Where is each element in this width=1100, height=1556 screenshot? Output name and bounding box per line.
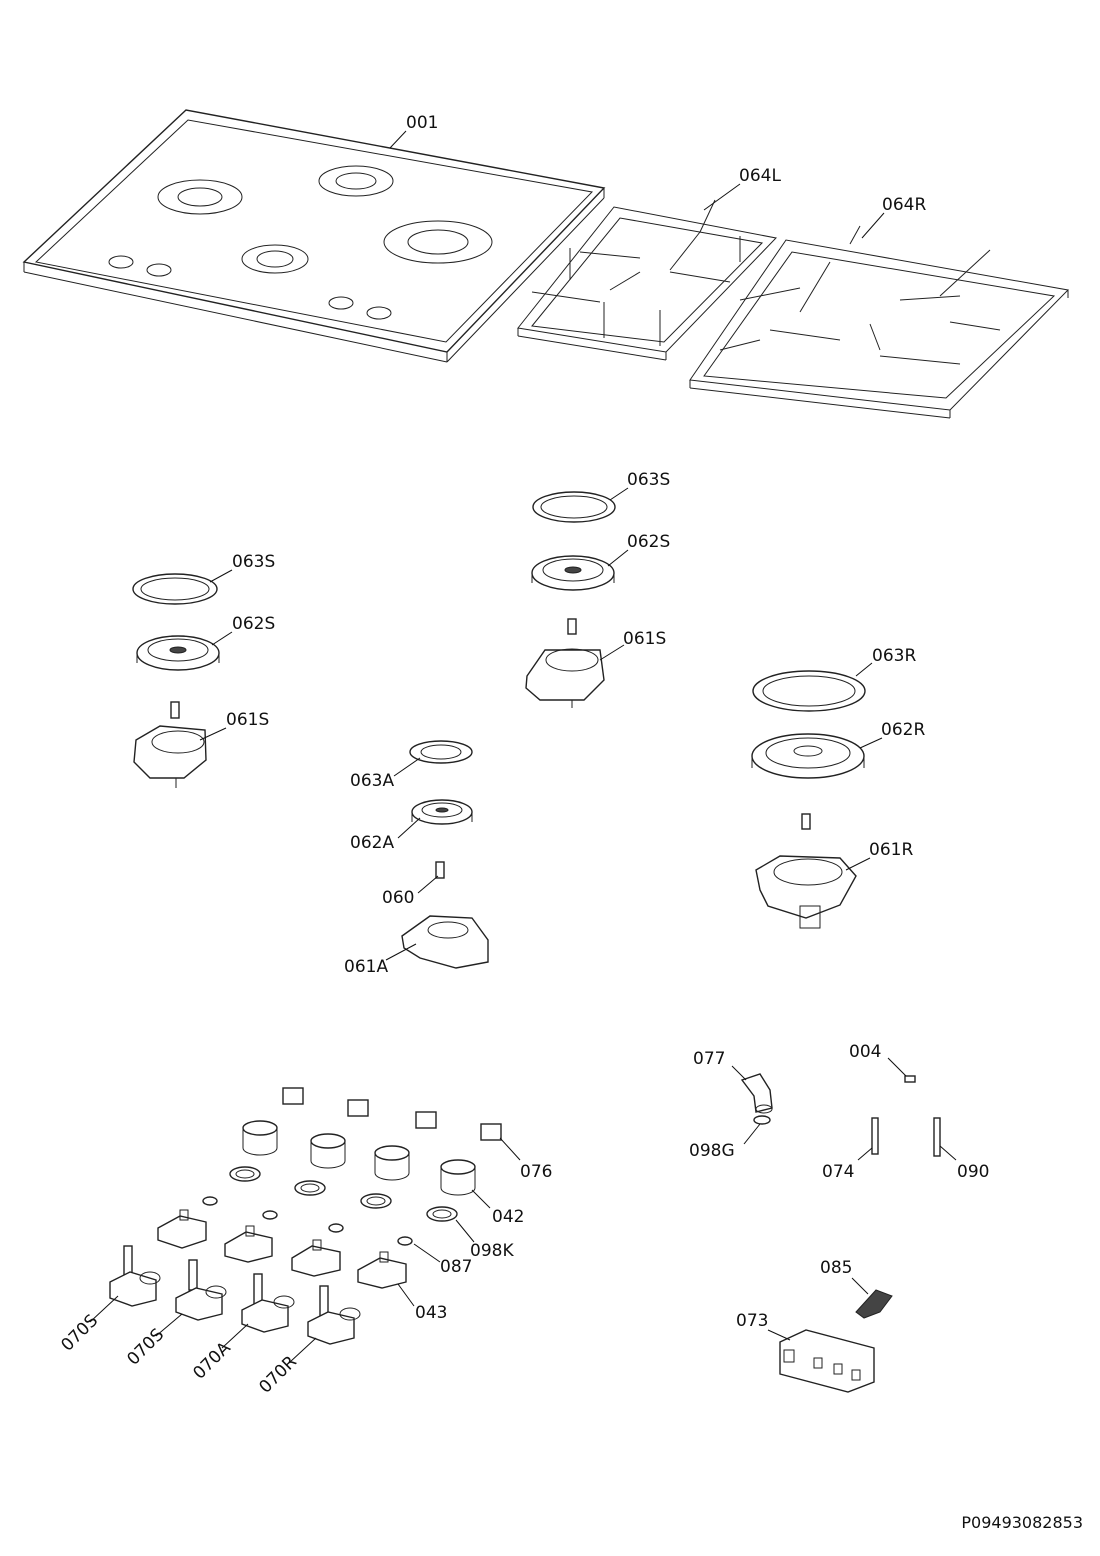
label-060: 060 bbox=[382, 888, 414, 908]
label-087: 087 bbox=[440, 1257, 472, 1277]
label-063a: 063A bbox=[350, 771, 394, 791]
label-076: 076 bbox=[520, 1162, 552, 1182]
control-knob-042-1[interactable] bbox=[242, 1120, 278, 1156]
label-063s-left: 063S bbox=[232, 552, 275, 572]
label-001: 001 bbox=[406, 113, 438, 133]
label-073: 073 bbox=[736, 1311, 768, 1331]
aux-burner-base-061a[interactable] bbox=[401, 915, 489, 969]
top-injector[interactable] bbox=[567, 618, 577, 635]
label-077: 077 bbox=[693, 1049, 725, 1069]
label-063s-top: 063S bbox=[627, 470, 670, 490]
label-090: 090 bbox=[957, 1162, 989, 1182]
drawing-reference-number: P09493082853 bbox=[961, 1513, 1083, 1532]
label-062r: 062R bbox=[881, 720, 925, 740]
label-004: 004 bbox=[849, 1042, 881, 1062]
top-burner-cap-063s[interactable] bbox=[532, 491, 616, 523]
gas-valve-070r[interactable] bbox=[307, 1285, 361, 1345]
knob-clip-076-3[interactable] bbox=[415, 1111, 437, 1129]
right-burner-base-061r[interactable] bbox=[755, 855, 857, 929]
knob-bezel-098k-1[interactable] bbox=[229, 1166, 261, 1182]
leader-lines bbox=[89, 130, 957, 1363]
washer-087-1[interactable] bbox=[202, 1196, 218, 1206]
knob-clip-076-2[interactable] bbox=[347, 1099, 369, 1117]
ignition-button-085[interactable] bbox=[855, 1289, 893, 1319]
gas-elbow-077[interactable] bbox=[740, 1073, 773, 1114]
gasket-098g[interactable] bbox=[753, 1115, 771, 1125]
clip-004[interactable] bbox=[904, 1075, 916, 1083]
label-062a: 062A bbox=[350, 833, 394, 853]
label-085: 085 bbox=[820, 1258, 852, 1278]
label-061s-top: 061S bbox=[623, 629, 666, 649]
label-064l: 064L bbox=[739, 166, 781, 186]
knob-clip-076-1[interactable] bbox=[282, 1087, 304, 1105]
aux-burner-cap-063a[interactable] bbox=[409, 740, 473, 764]
thermocouple-074[interactable] bbox=[871, 1117, 879, 1155]
label-070a: 070A bbox=[189, 1338, 235, 1384]
label-062s-top: 062S bbox=[627, 532, 670, 552]
washer-087-2[interactable] bbox=[262, 1210, 278, 1220]
label-098g: 098G bbox=[689, 1141, 735, 1161]
valve-bracket-043-1[interactable] bbox=[157, 1209, 207, 1249]
aux-injector-060[interactable] bbox=[435, 861, 445, 879]
right-injector[interactable] bbox=[801, 813, 811, 830]
washer-087-4[interactable] bbox=[397, 1236, 413, 1246]
washer-087-3[interactable] bbox=[328, 1223, 344, 1233]
gas-valve-070s-2[interactable] bbox=[175, 1259, 227, 1321]
knob-clip-076-4[interactable] bbox=[480, 1123, 502, 1141]
label-074: 074 bbox=[822, 1162, 854, 1182]
top-burner-base-061s[interactable] bbox=[525, 648, 605, 708]
ignition-generator-073[interactable] bbox=[779, 1329, 875, 1393]
label-061s-left: 061S bbox=[226, 710, 269, 730]
right-burner-crown-062r[interactable] bbox=[751, 733, 865, 779]
valve-bracket-043-2[interactable] bbox=[224, 1225, 273, 1263]
label-043: 043 bbox=[415, 1303, 447, 1323]
left-injector[interactable] bbox=[170, 701, 180, 719]
hob-top-part[interactable] bbox=[22, 109, 606, 363]
label-061a: 061A bbox=[344, 957, 388, 977]
knob-bezel-098k-4[interactable] bbox=[426, 1206, 458, 1222]
spark-electrode-090[interactable] bbox=[933, 1117, 941, 1157]
top-burner-crown-062s[interactable] bbox=[531, 555, 615, 591]
right-pan-support-grid[interactable] bbox=[689, 225, 1070, 419]
valve-bracket-043-3[interactable] bbox=[291, 1239, 341, 1277]
valve-bracket-043-4[interactable] bbox=[357, 1251, 407, 1289]
left-burner-base-061s[interactable] bbox=[133, 725, 207, 788]
label-042: 042 bbox=[492, 1207, 524, 1227]
gas-valve-070s-1[interactable] bbox=[109, 1245, 161, 1307]
left-pan-support-grid[interactable] bbox=[517, 199, 778, 361]
aux-burner-crown-062a[interactable] bbox=[411, 799, 473, 825]
label-098k: 098K bbox=[470, 1241, 514, 1261]
label-062s-left: 062S bbox=[232, 614, 275, 634]
control-knob-042-4[interactable] bbox=[440, 1159, 476, 1196]
gas-valve-070a[interactable] bbox=[241, 1273, 295, 1333]
control-knob-042-2[interactable] bbox=[310, 1133, 346, 1169]
control-knob-042-3[interactable] bbox=[374, 1145, 410, 1181]
label-061r: 061R bbox=[869, 840, 913, 860]
right-burner-cap-063r[interactable] bbox=[752, 670, 866, 712]
label-064r: 064R bbox=[882, 195, 926, 215]
left-burner-cap-063s[interactable] bbox=[132, 573, 218, 605]
label-063r: 063R bbox=[872, 646, 916, 666]
knob-bezel-098k-3[interactable] bbox=[360, 1193, 392, 1209]
knob-bezel-098k-2[interactable] bbox=[294, 1180, 326, 1196]
left-burner-crown-062s[interactable] bbox=[136, 635, 220, 671]
